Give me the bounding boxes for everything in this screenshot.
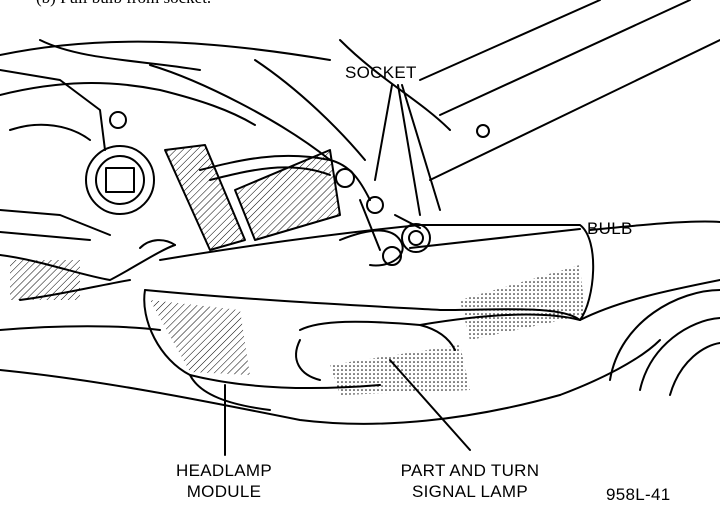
- bulb-label: BULB: [587, 219, 633, 238]
- part-turn-label-line1: PART AND TURN: [400, 461, 540, 480]
- figure-number: 958L-41: [606, 485, 671, 504]
- headlamp-label-line1: HEADLAMP: [176, 461, 272, 480]
- headlamp-label-line2: MODULE: [186, 482, 262, 501]
- part-turn-label-line2: SIGNAL LAMP: [411, 482, 529, 501]
- part-turn-signal-lamp-label: PART AND TURN SIGNAL LAMP: [385, 460, 555, 502]
- cropped-header-text: (b) Pull bulb from socket.: [36, 0, 211, 8]
- headlamp-module-label: HEADLAMP MODULE: [168, 460, 280, 502]
- socket-label: SOCKET: [345, 63, 417, 82]
